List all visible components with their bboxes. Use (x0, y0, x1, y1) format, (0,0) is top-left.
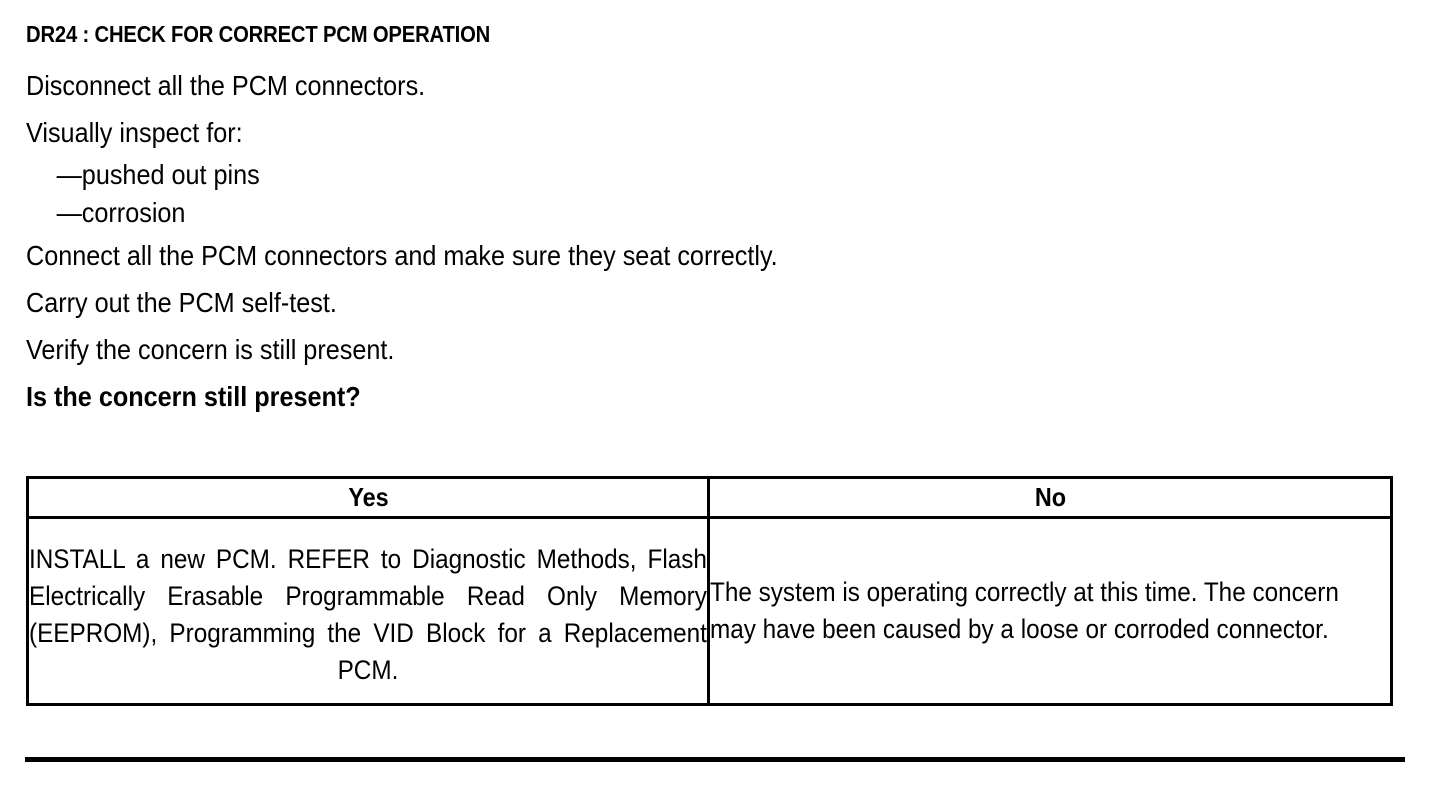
section-divider-rule (25, 757, 1405, 762)
procedure-steps: Disconnect all the PCM connectors. Visua… (26, 62, 1406, 420)
table-cell-yes-action: INSTALL a new PCM. REFER to Diagnostic M… (26, 516, 710, 706)
step-line-bullet: —corrosion (56, 197, 186, 228)
table-header-yes: Yes (60, 476, 676, 519)
step-line: Verify the concern is still present. (26, 334, 395, 365)
step-line: Disconnect all the PCM connectors. (26, 70, 426, 101)
step-line-bullet: —pushed out pins (56, 159, 260, 190)
step-line: Carry out the PCM self-test. (26, 287, 337, 318)
decision-table: Yes No INSTALL a new PCM. REFER to Diagn… (26, 476, 1393, 706)
table-header-row: Yes No (28, 476, 1392, 519)
table-row: INSTALL a new PCM. REFER to Diagnostic M… (26, 516, 1393, 706)
page-title: DR24 : CHECK FOR CORRECT PCM OPERATION (26, 21, 491, 47)
step-line: Visually inspect for: (26, 117, 243, 148)
no-action-text: The system is operating correctly at thi… (710, 577, 1339, 644)
step-question: Is the concern still present? (26, 381, 361, 412)
table-header-no: No (741, 476, 1359, 519)
yes-action-text: INSTALL a new PCM. REFER to Diagnostic M… (29, 544, 707, 685)
table-cell-no-action: The system is operating correctly at thi… (707, 516, 1393, 706)
step-line: Connect all the PCM connectors and make … (26, 240, 778, 271)
